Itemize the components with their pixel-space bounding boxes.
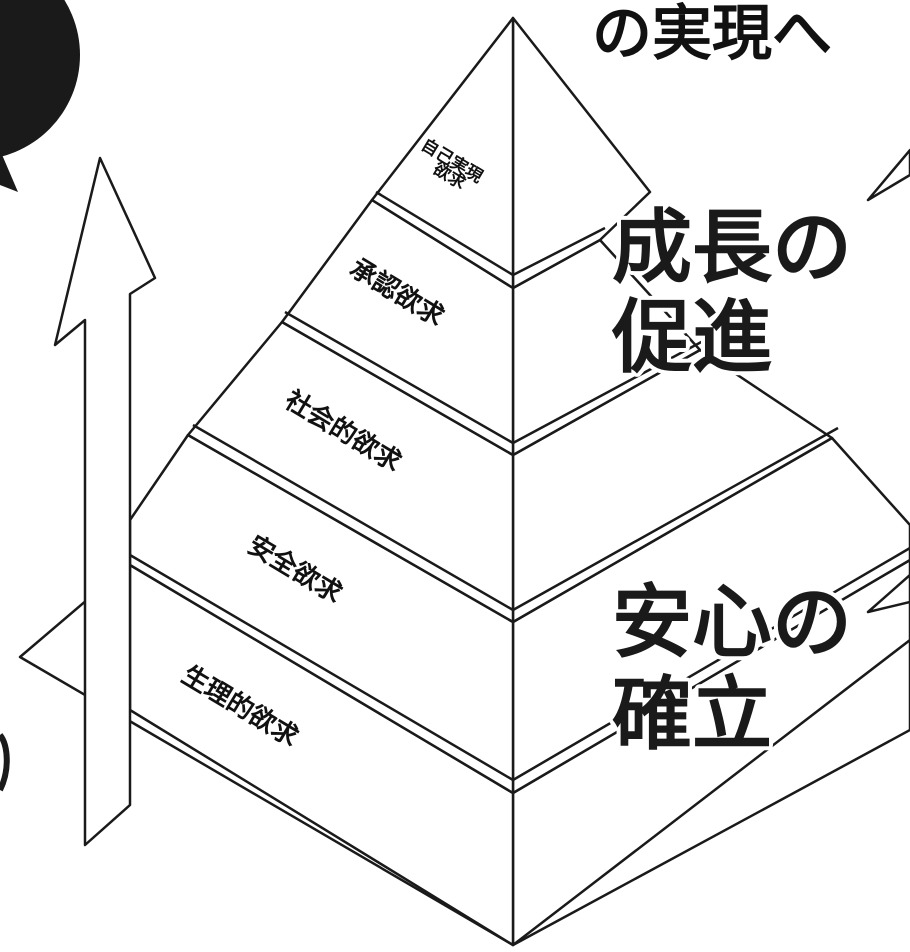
badge-fragment: [0, 150, 18, 192]
growth-bubble-tail: [866, 148, 910, 202]
heading-text: の実現へ: [592, 0, 832, 69]
growth-label-line2: 促進: [611, 291, 772, 384]
corner-dark-badge: [0, 0, 80, 157]
security-bubble-tail: [866, 573, 910, 614]
tier-separators: [129, 190, 910, 782]
security-label-line2: 確立: [612, 668, 772, 761]
security-label-line1: 安心の: [612, 576, 852, 669]
growth-label-line1: 成長の: [612, 201, 852, 294]
up-arrow: [53, 156, 157, 847]
left-edge-fragment: [0, 733, 10, 792]
tier-1-left-face: [370, 16, 515, 290]
